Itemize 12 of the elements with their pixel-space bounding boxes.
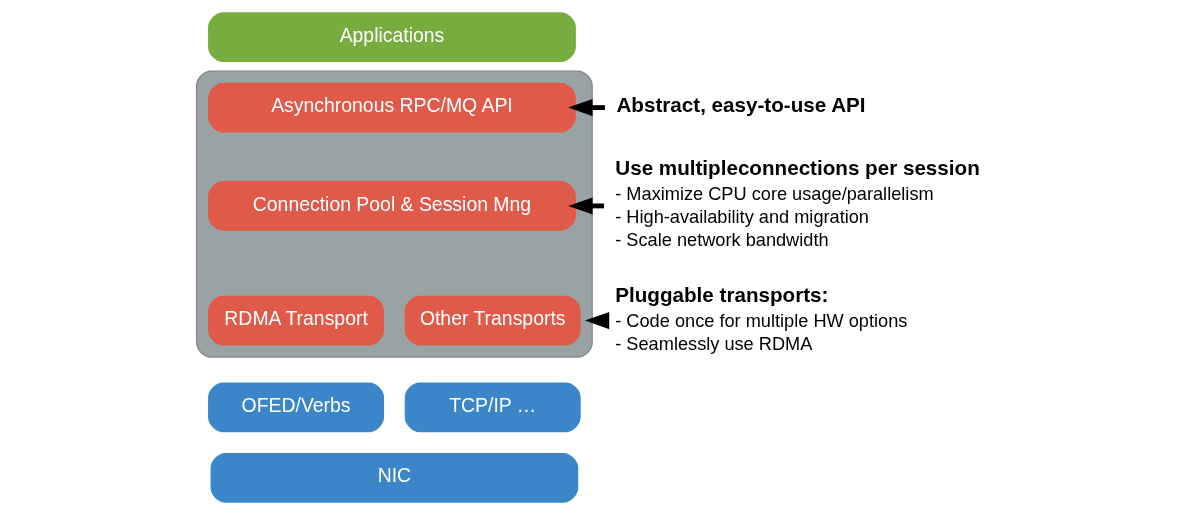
node-box: Other Transports: [404, 295, 581, 346]
node-text: Use multipleconnections per session - Maximize CPU core usage/parallelism - High-availability and migration - Scale network bandwidth: [614, 156, 980, 250]
arrow: [584, 312, 609, 330]
node-box: Connection Pool & Session Mng: [207, 181, 576, 231]
node-text: Pluggable transports: - Code once for multiple HW options - Seamlessly use RDMA: [614, 282, 907, 354]
node-box: Asynchronous RPC/MQ API: [207, 82, 576, 133]
node-box: OFED/Verbs: [207, 382, 384, 433]
node-text: Abstract, easy-to-use API: [615, 92, 866, 116]
node-box: TCP/IP …: [404, 382, 581, 433]
node-box: RDMA Transport: [207, 295, 384, 346]
node-box: Applications: [207, 12, 576, 63]
node-box: NIC: [210, 452, 578, 503]
